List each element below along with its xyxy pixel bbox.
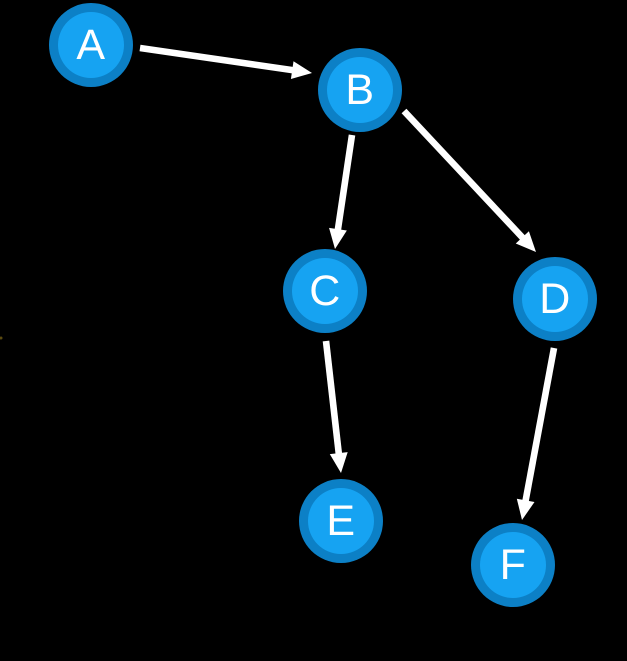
graph-node-D[interactable]: D: [513, 257, 597, 341]
graph-node-E[interactable]: E: [299, 479, 383, 563]
edge-line: [522, 347, 558, 503]
node-label: B: [345, 66, 374, 114]
edge-arrowhead-icon: [515, 231, 536, 252]
edge-arrowhead-icon: [329, 452, 348, 473]
edge-B-C: [329, 134, 356, 249]
node-body: [327, 57, 393, 123]
edge-D-F: [516, 347, 558, 520]
edge-B-D: [401, 108, 536, 252]
node-label: C: [309, 267, 341, 315]
edge-arrowhead-icon: [290, 61, 312, 80]
screen-artifact-dot: [0, 336, 3, 340]
node-label: F: [500, 541, 527, 589]
graph-node-C[interactable]: C: [283, 249, 367, 333]
graph-node-A[interactable]: A: [49, 3, 133, 87]
edge-line: [334, 134, 356, 232]
edge-line: [139, 44, 295, 74]
node-body: [480, 532, 546, 598]
edge-line: [401, 108, 527, 242]
node-label: A: [76, 21, 105, 69]
edge-line: [322, 340, 343, 456]
edge-C-E: [322, 340, 348, 473]
node-label: E: [326, 497, 355, 545]
edge-A-B: [139, 44, 312, 80]
edge-arrowhead-icon: [516, 498, 535, 520]
node-label: D: [539, 275, 571, 323]
graph-node-F[interactable]: F: [471, 523, 555, 607]
graph-node-B[interactable]: B: [318, 48, 402, 132]
edge-arrowhead-icon: [329, 227, 347, 249]
node-body: [522, 266, 588, 332]
node-body: [292, 258, 358, 324]
node-body: [58, 12, 124, 78]
node-body: [308, 488, 374, 554]
